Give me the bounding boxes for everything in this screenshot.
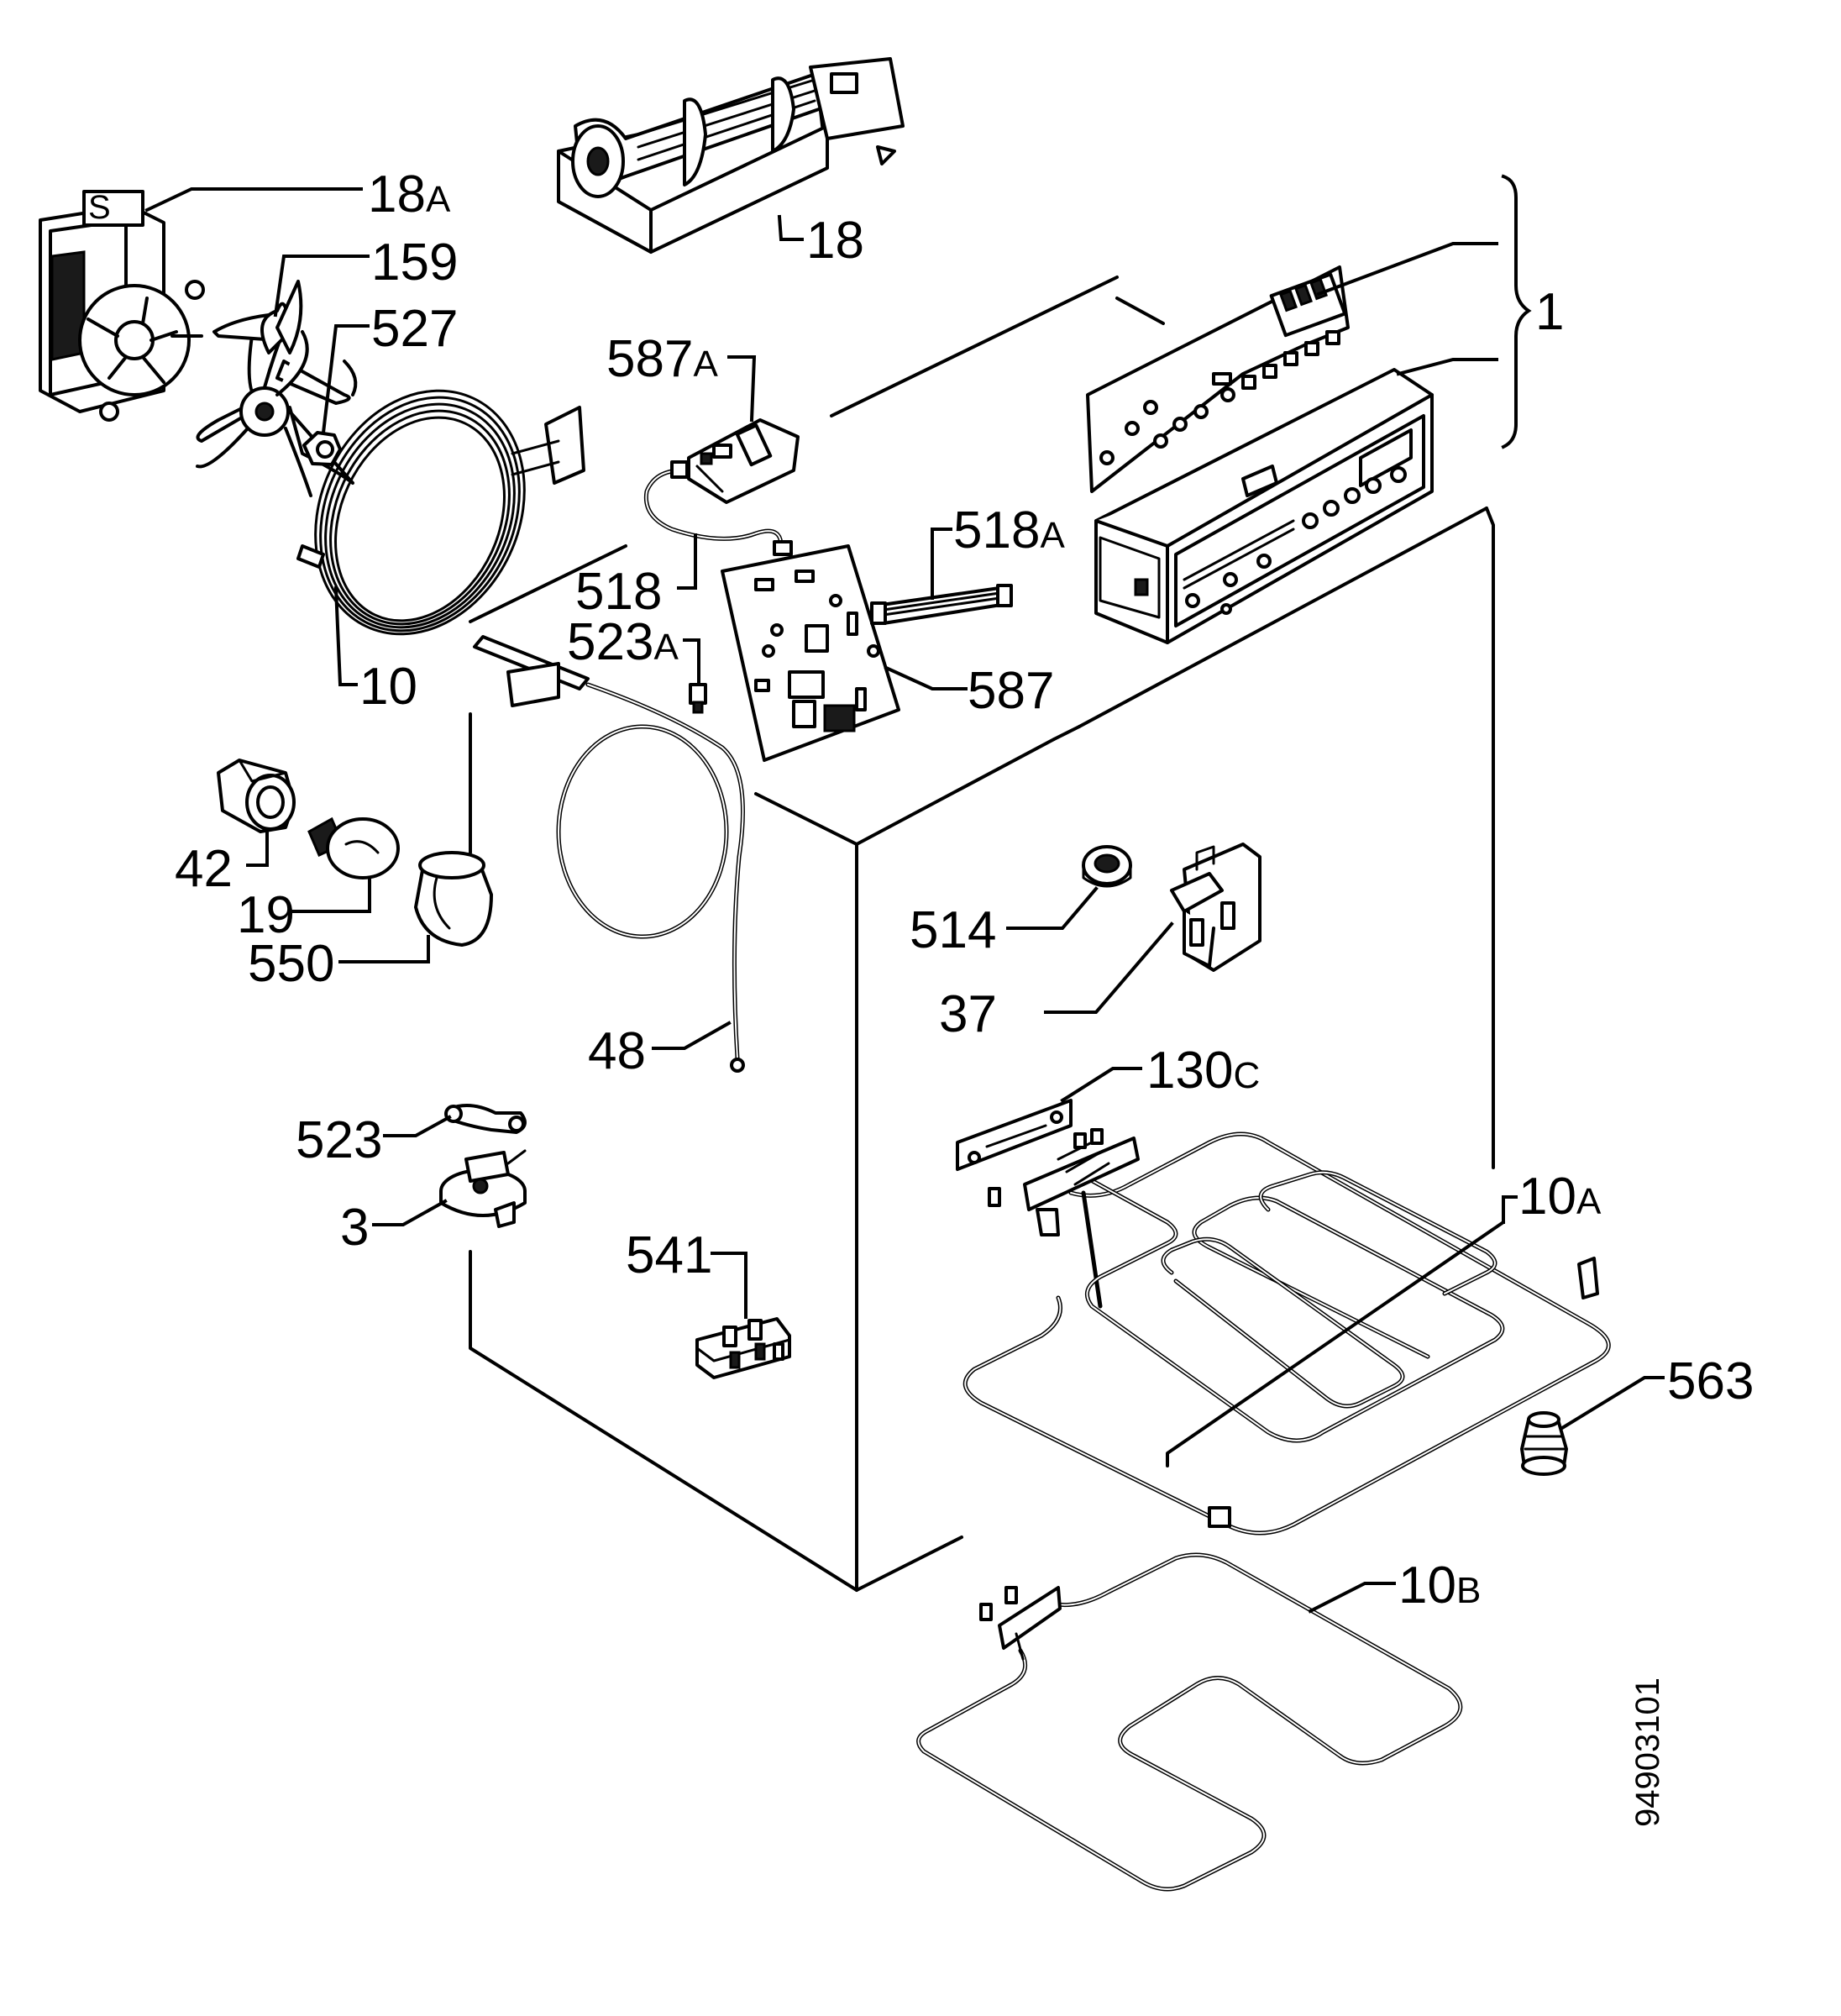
bracket-1 [1501,174,1532,449]
label-10a-suffix: A [1576,1181,1602,1222]
safety-thermostat-part-3[interactable] [439,1149,527,1228]
leader-48 [652,1021,732,1050]
label-550: 550 [248,935,334,993]
leader-19 [288,876,371,913]
fan-blade-part-159[interactable] [196,280,354,497]
connector-part-523a[interactable] [689,683,707,714]
label-10b: 10B [1398,1557,1481,1614]
cooling-fan-part-18[interactable] [557,57,905,254]
element-bracket-part-130c[interactable] [956,1099,1073,1171]
label-10b-suffix: B [1456,1570,1481,1611]
fan-motor-part-18a[interactable]: S [39,189,205,422]
lamp-bulb-part-19[interactable] [307,816,400,879]
terminal-block-part-541[interactable] [695,1317,791,1379]
leader-563 [1560,1376,1665,1431]
label-523a: 523A [567,613,679,671]
leader-523 [383,1115,452,1137]
drawing-number: 94903101 [1629,1677,1666,1827]
wire-harness-part-518[interactable] [643,460,793,556]
leader-550 [338,935,430,963]
bottom-element-part-10b[interactable] [916,1552,1463,1892]
leader-514 [1006,886,1099,930]
label-514: 514 [910,901,996,959]
leader-159 [273,255,370,318]
label-3: 3 [340,1199,369,1257]
leader-523a [683,638,700,684]
grill-element-part-10a[interactable] [962,1128,1611,1536]
leader-130c [1060,1067,1142,1103]
leader-3 [372,1199,448,1226]
label-10: 10 [359,658,417,716]
label-130c-number: 130 [1146,1042,1233,1100]
label-18a: 18A [368,165,451,223]
lamp-holder-part-42[interactable] [217,759,296,833]
label-518a-number: 518 [953,501,1040,559]
leader-541 [711,1252,747,1319]
leader-10b [1308,1582,1396,1614]
foot-part-563[interactable] [1520,1411,1568,1476]
power-board-part-587[interactable] [721,544,900,762]
label-587a-suffix: A [693,344,718,385]
control-fascia-part-1[interactable] [1094,368,1434,644]
label-10a-number: 10 [1518,1168,1576,1226]
label-37: 37 [939,985,997,1043]
label-587: 587 [968,662,1054,720]
leader-518a [931,528,952,600]
label-130c-suffix: C [1233,1055,1260,1096]
label-10b-number: 10 [1398,1557,1456,1614]
svg-text:S: S [88,189,111,226]
label-18: 18 [806,212,864,270]
label-18a-suffix: A [426,179,451,220]
label-541: 541 [626,1226,712,1284]
nut-part-527[interactable] [302,360,358,466]
label-10a: 10A [1518,1168,1602,1226]
label-587a-number: 587 [606,330,693,388]
label-527: 527 [371,300,458,358]
leader-10 [333,585,358,686]
lamp-cover-part-550[interactable] [414,851,493,947]
leader-10a [1502,1195,1518,1224]
ribbon-cable-part-518a[interactable] [870,584,1013,625]
sensor-board-part-587a[interactable] [687,418,800,504]
switch-block-part-37[interactable] [1170,843,1261,972]
leader-527 [321,324,370,435]
circular-heating-element-part-10[interactable] [277,356,585,669]
leader-1-fascia [1396,358,1498,376]
temperature-probe-part-48[interactable] [473,635,745,1073]
label-523a-number: 523 [567,613,653,671]
label-130c: 130C [1146,1042,1260,1100]
cable-clamp-part-523[interactable] [444,1104,527,1134]
label-18a-number: 18 [368,165,426,223]
label-518: 518 [575,563,662,621]
label-159: 159 [371,234,458,291]
leader-42 [246,830,269,867]
leader-18 [777,214,804,241]
label-1: 1 [1535,283,1564,341]
label-523a-suffix: A [653,627,679,668]
leader-18a [144,187,363,213]
label-518a: 518A [953,501,1065,559]
leader-37 [1044,921,1174,1014]
label-523: 523 [296,1111,382,1169]
leader-1-pcb [1316,242,1498,297]
grommet-part-514[interactable] [1082,845,1132,888]
leader-518 [677,533,697,590]
oven-cavity-outline [469,276,1495,1592]
label-42: 42 [175,840,233,898]
leader-587a [727,355,757,423]
label-587a: 587A [606,330,718,388]
label-518a-suffix: A [1040,515,1065,556]
label-48: 48 [588,1022,646,1080]
label-19: 19 [237,886,295,944]
leader-587 [884,665,968,690]
label-563: 563 [1667,1352,1754,1410]
